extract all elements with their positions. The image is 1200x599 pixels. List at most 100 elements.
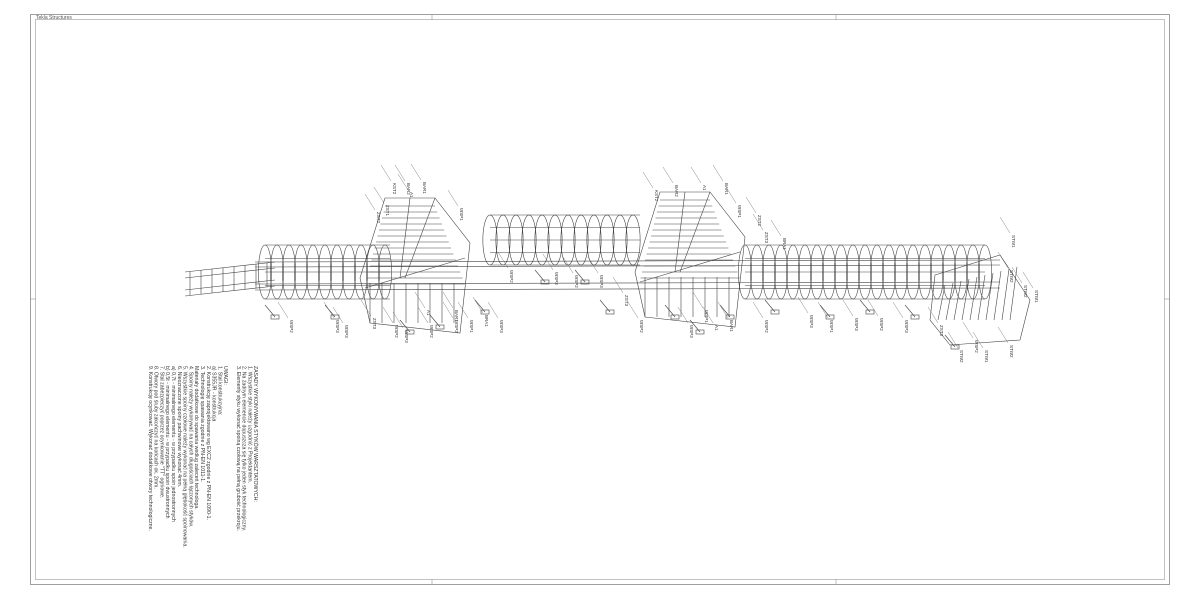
leader-line [842, 299, 854, 317]
walkway-rail [254, 287, 1001, 291]
bracket-plate [910, 314, 920, 320]
leader-line [332, 306, 344, 324]
joints-title: ZASADY WYKONYWANIA STYKÓW WARSZTATOWYCH: [252, 366, 259, 502]
leader-line [417, 306, 429, 324]
bracket-plate [270, 314, 280, 320]
drawing-frame [30, 14, 1170, 585]
stair-landing [929, 254, 1031, 346]
bracket-plate [825, 314, 835, 320]
remark: Materiały dodatkowe do spawania według z… [193, 366, 200, 510]
leader-line [752, 213, 764, 231]
leader-line [277, 301, 289, 319]
stair-tread [945, 282, 954, 321]
leader-line [927, 306, 939, 324]
part-label: WSP1 [469, 320, 474, 333]
part-label: WSP2 [454, 320, 459, 333]
part-label: ZST3 [939, 325, 944, 336]
part-label: A1 [702, 185, 707, 191]
bracket-plate [670, 314, 680, 320]
remark: a) S355JR - konstrukcja [210, 366, 217, 422]
leader-line [642, 171, 654, 189]
part-label: WSP2 [764, 320, 769, 333]
part-label: STW2 [1023, 285, 1028, 298]
leader-line [397, 173, 409, 191]
part-label: WSP3 [335, 320, 340, 333]
stair-tread [969, 276, 978, 321]
leader-line [702, 306, 714, 324]
ladder-rail [184, 261, 276, 273]
leader-line [817, 301, 829, 319]
joints-note: 3. Elementy styku wykonać spoiną czołową… [234, 366, 241, 531]
part-label: ZST2 [757, 215, 762, 226]
leader-line [392, 311, 404, 329]
leader-line [627, 301, 639, 319]
brace [399, 197, 411, 279]
walkway-rail [254, 264, 1001, 268]
part-label: WSP2 [574, 275, 579, 288]
bracket-plate [770, 309, 780, 315]
remark: a) 0,7t - minimalnego elementu - w przyp… [169, 366, 176, 522]
leader-line [947, 331, 959, 349]
leader-line [690, 166, 702, 184]
ladder-rail [184, 279, 276, 291]
part-label: WSP3 [809, 315, 814, 328]
part-label: BAR2 [406, 183, 411, 195]
leader-line [712, 164, 724, 182]
remark: 1. Stal konstrukcyjna: [216, 366, 223, 416]
bracket-plate [865, 309, 875, 315]
brace [679, 191, 711, 273]
stair-tread [1001, 268, 1010, 321]
part-label: ZST3 [764, 232, 769, 243]
brace [404, 197, 436, 279]
leader-line [373, 186, 385, 204]
leader-line [752, 301, 764, 319]
leader-line [997, 251, 1009, 269]
leader-line [662, 166, 674, 184]
part-label: WSP1 [459, 208, 464, 221]
beam [364, 257, 466, 289]
leader-line [562, 256, 574, 274]
leader-line [414, 291, 426, 309]
part-label: BRA1 [782, 238, 787, 250]
frame-ticks [30, 14, 1170, 585]
leader-line [997, 326, 1009, 344]
part-label: WSP2 [394, 325, 399, 338]
leader-line [612, 276, 624, 294]
stair-tread [977, 274, 986, 321]
part-label: WSP2 [289, 320, 294, 333]
leader-line [472, 296, 484, 314]
part-label: A1 [714, 325, 719, 331]
part-label: WSP2 [639, 320, 644, 333]
stair-tread [961, 278, 970, 321]
part-label: WSP2 [879, 318, 884, 331]
beam [639, 251, 741, 283]
leader-line [587, 256, 599, 274]
bracket-plate [580, 279, 590, 285]
remarks-title: UWAGI: [222, 366, 229, 385]
leader-line [962, 321, 974, 339]
part-label: A1 [409, 192, 414, 198]
remark: 4. Spoiny należy wykonywać na całych dłu… [187, 366, 194, 528]
part-label: WSP1 [829, 320, 834, 333]
bracket-plate [725, 314, 735, 320]
structure-drawing [184, 191, 1031, 350]
leader-line [999, 216, 1011, 234]
part-label: WSP2 [509, 270, 514, 283]
remark: 8. Otwory pod śruby zakończyć na końcach… [152, 366, 159, 489]
stair-tread [1009, 266, 1018, 321]
part-label: WSP1 [737, 205, 742, 218]
part-label: STW2 [1009, 345, 1014, 358]
part-label: BAR1 [724, 183, 729, 195]
leader-line [725, 186, 737, 204]
leader-line [972, 331, 984, 349]
leader-line [360, 299, 372, 317]
leader-line [717, 301, 729, 319]
leader-line [797, 296, 809, 314]
part-label: WSP3 [599, 275, 604, 288]
stair-tread [937, 284, 946, 321]
remark: 5. Wszystkie spoiny czołowe należy wykon… [181, 366, 188, 548]
part-label: ZST1 [385, 205, 390, 216]
part-label: WSP3 [554, 272, 559, 285]
